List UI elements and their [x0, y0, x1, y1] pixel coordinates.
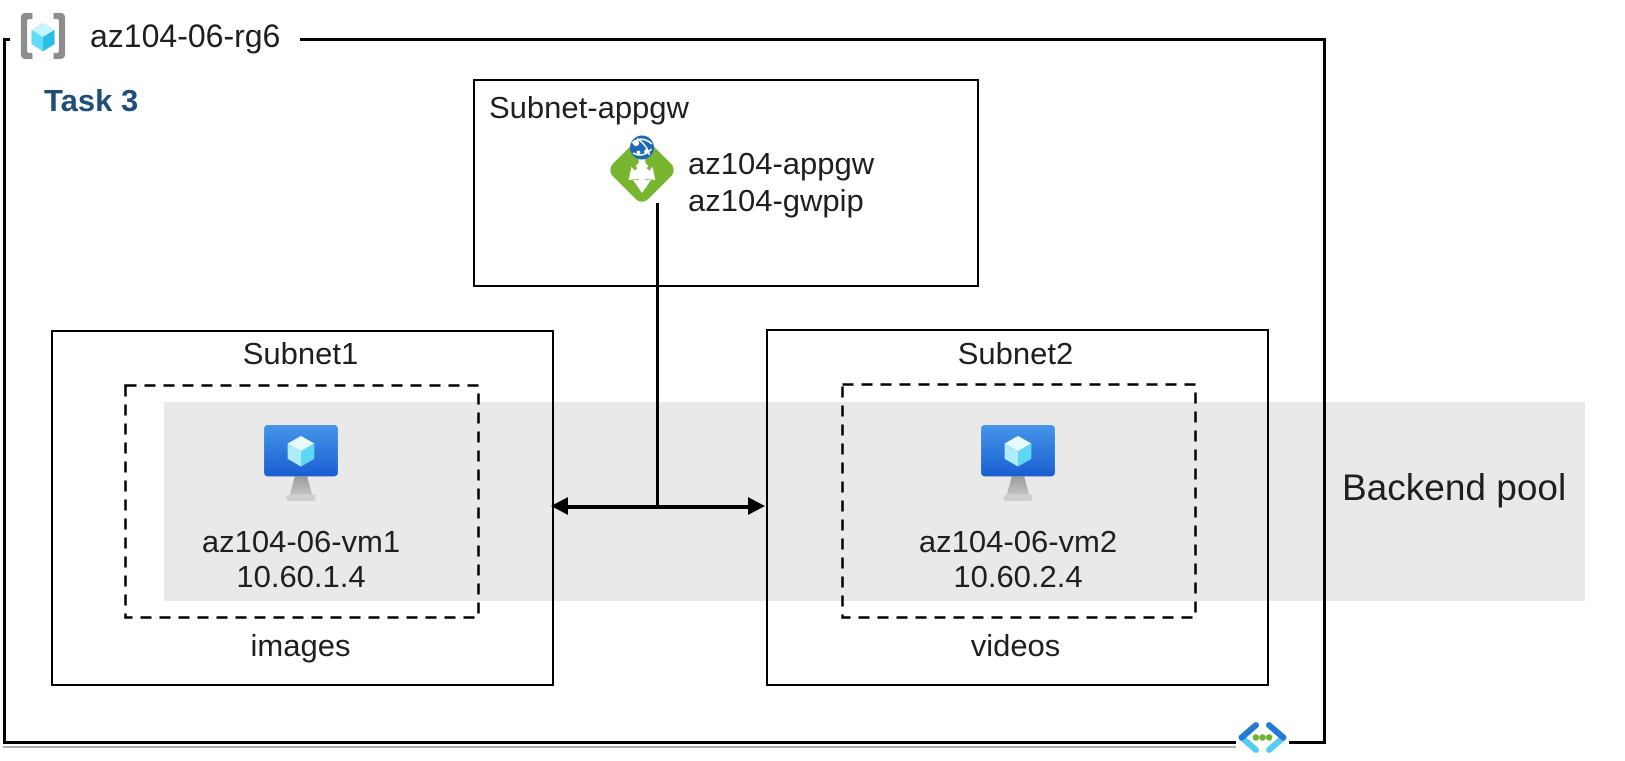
- subnet-connector-line: [566, 505, 750, 509]
- resource-group-title: az104-06-rg6: [90, 17, 281, 54]
- gateway-connector-line: [656, 203, 659, 507]
- subnet-appgw-box: [473, 79, 979, 287]
- subnet1-title: Subnet1: [242, 336, 359, 371]
- subnet1-container-label: images: [250, 628, 351, 663]
- resource-group-box: [3, 38, 1326, 744]
- application-gateway-names: az104-appgw az104-gwpip: [688, 145, 874, 219]
- subnet2-dashed-group: [841, 383, 1197, 619]
- vm2-ip: 10.60.2.4: [953, 559, 1083, 594]
- virtual-machine-icon: [981, 425, 1055, 501]
- application-gateway-icon: [610, 135, 674, 202]
- subnet2-title: Subnet2: [957, 336, 1074, 371]
- subnet2-box: [766, 329, 1269, 686]
- resource-group-header: az104-06-rg6: [10, 6, 301, 66]
- backend-pool-band: [164, 402, 1585, 601]
- virtual-network-icon: [1236, 721, 1289, 754]
- vm2-label: az104-06-vm2 10.60.2.4: [843, 524, 1193, 594]
- backend-pool-label: Backend pool: [1342, 467, 1567, 508]
- vm1-label: az104-06-vm1 10.60.1.4: [126, 524, 476, 594]
- vm2-name: az104-06-vm2: [918, 524, 1118, 559]
- subnet2-container-label: videos: [970, 628, 1061, 663]
- task-label: Task 3: [44, 83, 139, 118]
- virtual-machine-icon: [264, 425, 338, 501]
- arrowhead-left-icon: [551, 497, 568, 515]
- arrowhead-right-icon: [748, 497, 765, 515]
- vm1-ip: 10.60.1.4: [236, 559, 366, 594]
- subnet1-dashed-group: [124, 384, 480, 619]
- gateway-public-ip-name: az104-gwpip: [688, 183, 864, 218]
- vm1-name: az104-06-vm1: [201, 524, 401, 559]
- bottom-divider-line: [3, 746, 1241, 748]
- application-gateway-name: az104-appgw: [688, 146, 875, 181]
- subnet-appgw-label: Subnet-appgw: [489, 90, 689, 125]
- resource-group-icon: [20, 12, 66, 60]
